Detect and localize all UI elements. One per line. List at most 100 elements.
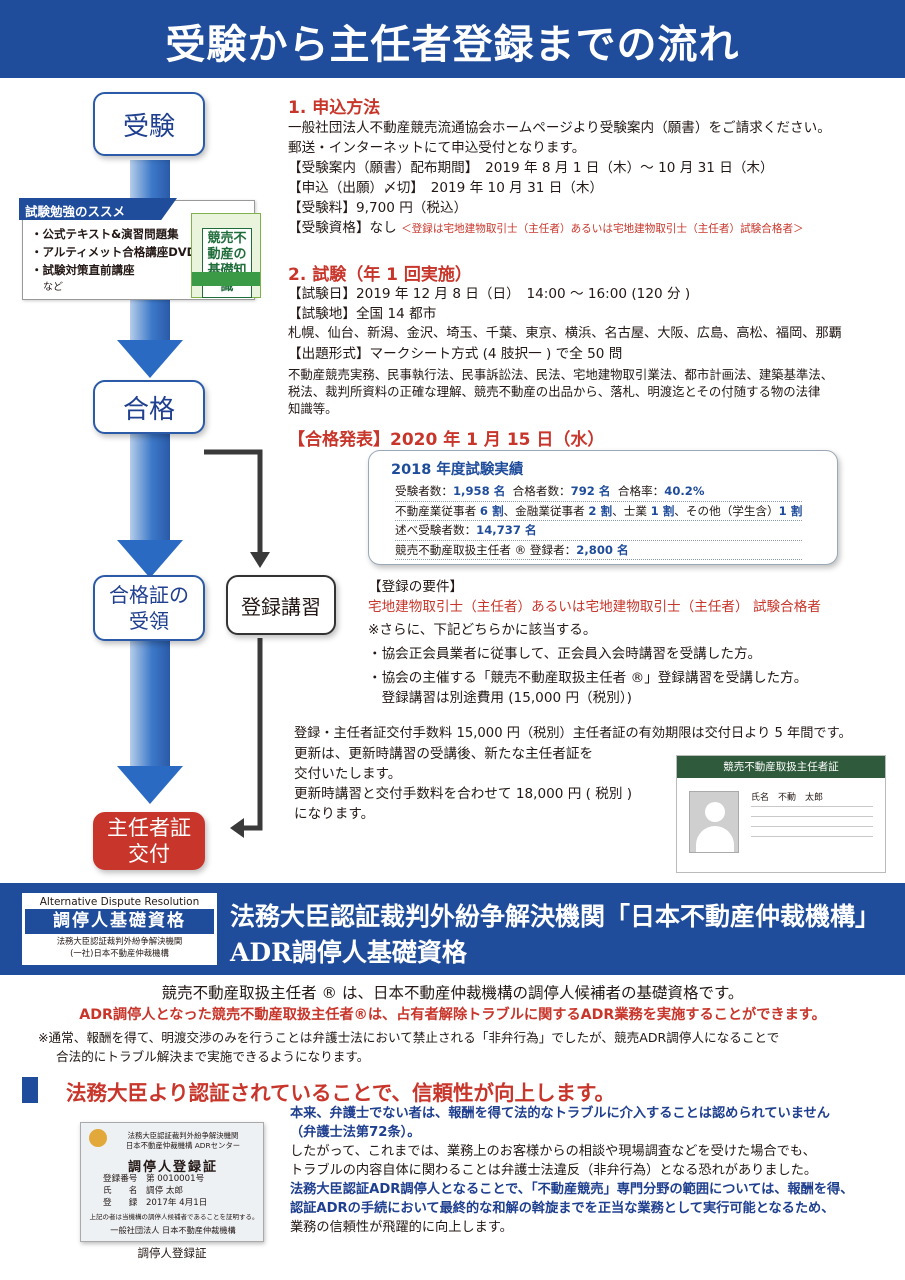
- study-item: ・試験対策直前講座: [31, 263, 135, 277]
- results-rows: 受験者数：1,958 名 合格者数：792 名 合格率：40.2% 不動産業従事…: [395, 482, 803, 560]
- breakdown-sep: 、: [612, 503, 624, 518]
- cert-bottom: 一般社団法人 日本不動産仲裁機構: [110, 1225, 236, 1235]
- results-row: 述べ受験者数：14,737 名: [395, 521, 803, 541]
- flow-issue-line1: 主任者証: [107, 815, 191, 840]
- card-name: 氏名 不動 太郎: [751, 793, 824, 803]
- flow-course-box: 登録講習: [226, 575, 336, 635]
- section1-line: 【受験料】9,700 円（税込）: [288, 200, 468, 216]
- license-card-image: 競売不動産取扱主任者証 氏名 不動 太郎: [676, 755, 886, 873]
- adr-title-line1: 法務大臣認証裁判外紛争解決機関「日本不動産仲裁機構」: [230, 902, 881, 931]
- study-item: ・アルティメット合格講座DVD: [31, 245, 197, 259]
- adr-notes: ※通常、報酬を得て、明渡交渉のみを行うことは弁護士法において禁止される「非弁行為…: [38, 1028, 898, 1066]
- results-row: 不動産業従事者 6 割、金融業従事者 2 割、士業 1 割、その他（学生含）1 …: [395, 502, 803, 521]
- section2-line: 【試験日】2019 年 12 月 8 日（日） 14:00 〜 16:00 (1…: [288, 286, 691, 302]
- textbook-cover: 競売不動産の基礎知識: [191, 213, 261, 298]
- passers-value: 792 名: [570, 484, 611, 498]
- adr-badge-sub2: (一社)日本不動産仲裁機構: [70, 948, 169, 958]
- trust-text: したがって、これまでは、業務上のお客様からの相談や現場調査などを受けた場合でも、: [290, 1144, 816, 1159]
- cert-top1: 法務大臣認証裁判外紛争解決機関: [127, 1131, 239, 1140]
- flow-arrow-head: [117, 540, 183, 578]
- total-label: 述べ受験者数：: [395, 523, 477, 537]
- registration-line: ・協会の主催する「競売不動産取扱主任者 ®」登録講習を受講した方。: [368, 670, 808, 686]
- fees-line: になります。: [294, 806, 375, 822]
- cert-caption: 調停人登録証: [137, 1246, 207, 1260]
- trust-bold: 認証ADRの手続において最終的な和解の斡旋までを正当な業務として実行可能となるた…: [290, 1201, 835, 1216]
- exam-results-box: 2018 年度試験実績 受験者数：1,958 名 合格者数：792 名 合格率：…: [368, 450, 838, 565]
- registration-heading: 【登録の要件】: [368, 579, 464, 595]
- section1-title: 1. 申込方法: [288, 98, 381, 118]
- registration-line: ※さらに、下記どちらかに該当する。: [368, 622, 597, 638]
- fees-line: 更新は、更新時講習の受講後、新たな主任者証を: [294, 746, 594, 762]
- total-value: 14,737 名: [476, 523, 537, 537]
- textbook-title: 競売不動産の基礎知識: [202, 228, 252, 298]
- trust-title: 法務大臣より認証されていることで、信頼性が向上します。: [66, 1081, 615, 1105]
- cert-field: 登 録 2017年 4月1日: [103, 1198, 208, 1208]
- cert-note: 上記の者は当機構の調停人候補者であることを証明する。: [89, 1213, 259, 1221]
- trust-text: 業務の信頼性が飛躍的に向上します。: [290, 1220, 513, 1235]
- registered-value: 2,800 名: [576, 542, 629, 557]
- adr-badge-sub1: 法務大臣認証裁判外紛争解決機関: [56, 936, 183, 946]
- scope-line: 不動産競売実務、民事執行法、民事訴訟法、民法、宅地建物取引業法、都市計画法、建築…: [288, 367, 834, 382]
- adr-note: ※通常、報酬を得て、明渡交渉のみを行うことは弁護士法において禁止される「非弁行為…: [38, 1030, 780, 1045]
- section1-line: 【受験案内（願書）配布期間】 2019 年 8 月 1 日（木）〜 10 月 3…: [288, 160, 774, 176]
- flow-exam-label: 受験: [122, 111, 175, 142]
- registration-requirements: 【登録の要件】 宅地建物取引士（主任者）あるいは宅地建物取引士（主任者） 試験合…: [368, 577, 893, 708]
- cert-title: 調停人登録証: [127, 1160, 218, 1175]
- flow-pass-label: 合格: [122, 394, 175, 425]
- registration-requirement: 宅地建物取引士（主任者）あるいは宅地建物取引士（主任者） 試験合格者: [368, 599, 821, 615]
- breakdown-value: 1 割: [650, 503, 675, 518]
- cert-fields: 登録番号 第 0010001号 氏 名 調停 太郎 登 録 2017年 4月1日: [103, 1173, 207, 1209]
- flow-certificate-line2: 受領: [129, 609, 169, 633]
- seal-icon: [89, 1129, 107, 1147]
- section2-line: 札幌、仙台、新潟、金沢、埼玉、千葉、東京、横浜、名古屋、大阪、広島、高松、福岡、…: [288, 326, 842, 341]
- results-title: 2018 年度試験実績: [391, 462, 524, 478]
- announcement: 【合格発表】2020 年 1 月 15 日（水）: [288, 430, 605, 450]
- flow-connector-lines: [204, 449, 270, 838]
- fees-line1: 登録・主任者証交付手数料 15,000 円（税別）主任者証の有効期限は交付日より…: [294, 726, 852, 741]
- study-list: ・公式テキスト&演習問題集 ・アルティメット合格講座DVD ・試験対策直前講座: [31, 225, 196, 279]
- breakdown-sep: 、: [503, 503, 516, 518]
- page-title: 受験から主任者登録までの流れ: [165, 21, 740, 68]
- card-lines: [751, 806, 873, 846]
- trust-body: 本来、弁護士でない者は、報酬を得て法的なトラブルに介入することは認められていませ…: [290, 1104, 895, 1237]
- trust-bold: 法務大臣認証ADR調停人となることで、「不動産競売」専門分野の範囲については、報…: [290, 1182, 854, 1197]
- top-banner: 受験から主任者登録までの流れ: [0, 0, 905, 78]
- flow-arrow-shaft: [130, 432, 170, 542]
- cert-field: 登録番号 第 0010001号: [103, 1174, 205, 1184]
- flow-exam-box: 受験: [93, 92, 205, 156]
- trust-bold: （弁護士法第72条）。: [290, 1125, 421, 1140]
- results-row: 競売不動産取扱主任者 ® 登録者：2,800 名: [395, 541, 803, 560]
- card-header: 競売不動産取扱主任者証: [677, 756, 885, 778]
- fees-body: 更新は、更新時講習の受講後、新たな主任者証を 交付いたします。 更新時講習と交付…: [294, 744, 664, 824]
- breakdown-value: 2 割: [588, 503, 613, 518]
- passers-label: 合格者数：: [512, 484, 571, 498]
- fees-line: 更新時講習と交付手数料を合わせて 18,000 円 ( 税別 ): [294, 786, 633, 802]
- flow-certificate-box: 合格証の 受領: [93, 575, 205, 641]
- adr-banner: Alternative Dispute Resolution 調停人基礎資格 法…: [0, 883, 905, 975]
- section2-title: 2. 試験（年 1 回実施）: [288, 265, 472, 285]
- breakdown-value: 6 割: [479, 503, 504, 518]
- adr-title-line2: ADR調停人基礎資格: [230, 938, 467, 967]
- person-photo-icon: [689, 791, 739, 853]
- section1-body: 一般社団法人不動産競売流通協会ホームページより受験案内（願書）をご請求ください。…: [288, 118, 893, 239]
- breakdown-value: 1 割: [778, 503, 803, 518]
- flow-arrow-head: [117, 766, 183, 804]
- flow-arrow-shaft: [130, 640, 170, 768]
- qualification-note: ＜登録は宅地建物取引士（主任者）あるいは宅地建物取引士（主任者）試験合格者＞: [401, 223, 804, 235]
- study-item: ・公式テキスト&演習問題集: [31, 227, 179, 241]
- section1-qualification: 【受験資格】なし ＜登録は宅地建物取引士（主任者）あるいは宅地建物取引士（主任者…: [288, 218, 893, 239]
- flow-issue-box: 主任者証 交付: [93, 812, 205, 870]
- adr-note: 合法的にトラブル解決まで実施できるようになります。: [56, 1049, 370, 1064]
- section1-line: 郵送・インターネットにて申込受付となります。: [288, 140, 586, 156]
- section2-line: 【出題形式】マークシート方式 (4 肢択一 ) で全 50 問: [288, 346, 623, 362]
- registration-line: 登録講習は別途費用 (15,000 円（税別）): [368, 690, 632, 706]
- registered-label: 競売不動産取扱主任者 ® 登録者：: [395, 542, 577, 557]
- flow-certificate-line1: 合格証の: [109, 583, 189, 607]
- trust-accent-bar: [22, 1077, 38, 1103]
- cert-top: 法務大臣認証裁判外紛争解決機関 日本不動産仲裁機構 ADRセンター: [107, 1131, 259, 1151]
- breakdown-label: 不動産業従事者: [395, 503, 480, 518]
- trust-text: トラブルの内容自体に関わることは弁護士法違反（非弁行為）となる恐れがありました。: [290, 1163, 818, 1178]
- section2-body: 【試験日】2019 年 12 月 8 日（日） 14:00 〜 16:00 (1…: [288, 284, 893, 364]
- applicants-label: 受験者数：: [395, 484, 453, 498]
- rate-label: 合格率：: [617, 484, 665, 498]
